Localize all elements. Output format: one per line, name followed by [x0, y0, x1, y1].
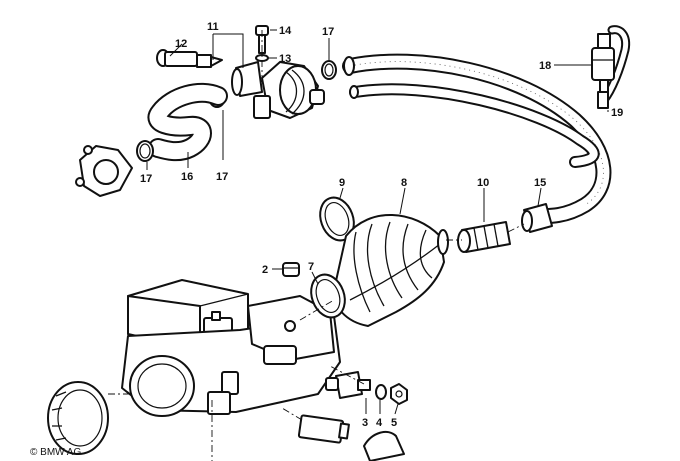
hose-clamp-top: [321, 60, 337, 80]
washer-4: [375, 384, 387, 400]
callout-12: 12: [175, 38, 187, 50]
vacuum-hose-pair: [342, 53, 612, 225]
callout-11: 11: [207, 21, 219, 33]
callout-16: 16: [181, 171, 193, 183]
clamp-9: [319, 196, 355, 242]
callout-10: 10: [477, 177, 489, 189]
leader-lines: [146, 29, 609, 415]
coolant-flange: [75, 145, 133, 197]
hose-15-end: [521, 203, 553, 233]
callout-19: 19: [611, 107, 623, 119]
callout-5: 5: [391, 417, 397, 429]
callout-17: 17: [216, 171, 228, 183]
callout-18: 18: [539, 60, 551, 72]
connector-11: [231, 61, 263, 97]
clamp-7: [310, 273, 346, 319]
copyright-notice: © BMW AG: [30, 447, 81, 458]
callout-17: 17: [322, 26, 334, 38]
intake-boot: [332, 214, 449, 327]
alignment-lines: [108, 30, 525, 461]
callout-17: 17: [140, 173, 152, 185]
hose-connector-10: [457, 221, 511, 253]
electro-valve: [591, 33, 615, 109]
callout-2: 2: [262, 264, 268, 276]
callout-8: 8: [401, 177, 407, 189]
nut-5: [390, 383, 408, 405]
callout-14: 14: [279, 25, 292, 37]
vacuum-diaphragm-unit: [253, 61, 325, 119]
rubber-plug: [282, 262, 300, 277]
callout-labels: 11 14 12 13 17 18 19 17 16 17 9 8 10 15 …: [140, 21, 623, 429]
callout-13: 13: [279, 53, 291, 65]
rubber-boot-cap: [363, 430, 405, 461]
throttle-housing: [121, 295, 341, 417]
small-vacuum-line: [599, 25, 631, 105]
intake-clamp-ring: [47, 381, 109, 455]
temperature-sensor: [325, 371, 371, 399]
sensor-12: [156, 49, 223, 68]
plug-connector: [297, 414, 350, 444]
callout-9: 9: [339, 177, 345, 189]
callout-3: 3: [362, 417, 368, 429]
callout-15: 15: [534, 177, 546, 189]
callout-7: 7: [308, 261, 314, 273]
callout-4: 4: [376, 417, 383, 429]
coolant-s-hose: [147, 82, 228, 162]
hose-clamp-left: [136, 140, 154, 162]
